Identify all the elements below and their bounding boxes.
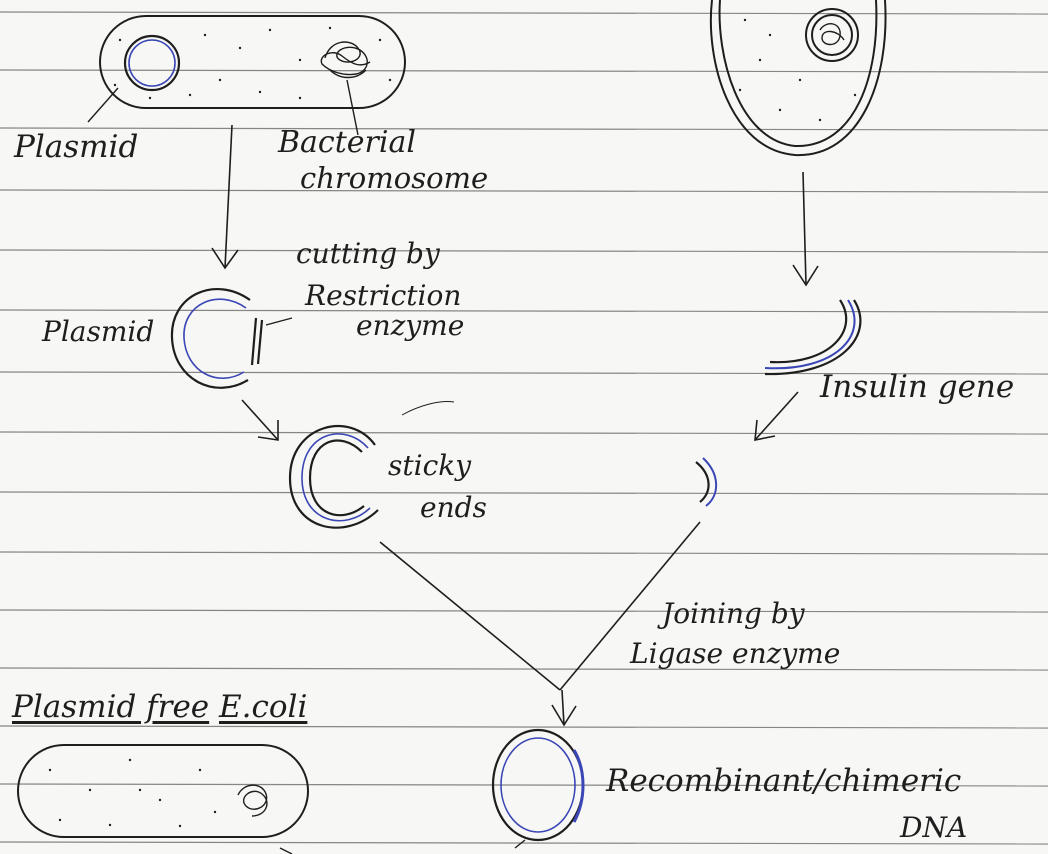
sticky-ends-label-line1: sticky: [388, 452, 471, 480]
plasmid-free-ecoli: [18, 745, 308, 854]
joining-label-line1: Joining by: [662, 600, 805, 628]
insulin-sticky-fragment: [696, 458, 716, 506]
bacterial-chromosome-label-line2: chromosome: [300, 164, 488, 193]
insulin-gene-label: Insulin gene: [820, 372, 1014, 403]
cytoplasm-dots: [114, 27, 391, 99]
plasmid-pointer-line: [88, 88, 118, 122]
donor-cell: [711, 0, 886, 155]
cutting-label-line3: enzyme: [356, 312, 464, 340]
joining-label-line2: Ligase enzyme: [630, 640, 840, 668]
plasmid-label-mid: Plasmid: [42, 318, 154, 346]
recombinant-label-line1: Recombinant/chimeric: [606, 766, 961, 797]
cutting-label-line2: Restriction: [305, 282, 461, 310]
ecoli-text: E.coli: [219, 689, 307, 725]
recombinant-dna: [493, 730, 583, 848]
ecoli-dots: [49, 759, 216, 827]
plasmid-in-bacterium: [125, 36, 179, 90]
arrows: [212, 125, 818, 725]
bacterial-chromosome-label-line1: Bacterial: [278, 128, 416, 158]
recombinant-label-line2: DNA: [900, 814, 967, 842]
cutting-label-line1: cutting by: [296, 240, 440, 268]
plasmid-free-ecoli-label: Plasmid free E.coli: [12, 692, 307, 723]
bacterial-chromosome-squiggle: [321, 42, 370, 77]
plasmid-free-text: Plasmid free: [12, 689, 209, 725]
bacterium-cell: [100, 16, 405, 108]
sticky-ends-label-line2: ends: [420, 494, 487, 522]
plasmid-label-top: Plasmid: [14, 132, 138, 163]
